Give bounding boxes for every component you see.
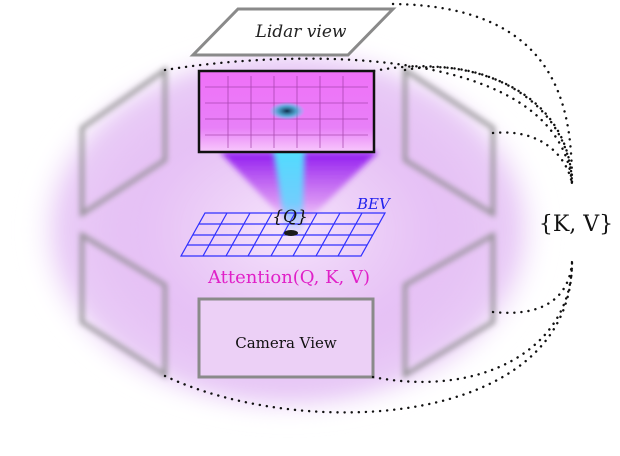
- query-label: {Q}: [272, 207, 308, 227]
- camera-view-label: Camera View: [235, 334, 337, 352]
- link-right-mid: [491, 131, 574, 186]
- camera-frame-front-right: [403, 66, 495, 218]
- bev-grid: [179, 212, 387, 257]
- link-lidar-view: [391, 2, 574, 186]
- link-front-left: [163, 57, 574, 186]
- camera-frame-back-right: [403, 231, 495, 379]
- dotted-connections: [163, 2, 574, 414]
- link-back-right: [491, 260, 574, 315]
- query-point: [284, 230, 298, 236]
- link-back-left: [163, 260, 574, 414]
- lidar-view-panel: [189, 7, 397, 57]
- bev-label: BEV: [356, 195, 392, 213]
- link-front-center: [372, 65, 574, 186]
- key-value-label: {K, V}: [539, 212, 613, 237]
- link-front-right: [403, 65, 574, 186]
- attention-hotspot: [269, 102, 305, 120]
- attention-label: Attention(Q, K, V): [207, 267, 370, 288]
- camera-view-box: [197, 297, 375, 379]
- lidar-view-label: Lidar view: [255, 22, 347, 42]
- camera-frame-front-left: [80, 66, 167, 218]
